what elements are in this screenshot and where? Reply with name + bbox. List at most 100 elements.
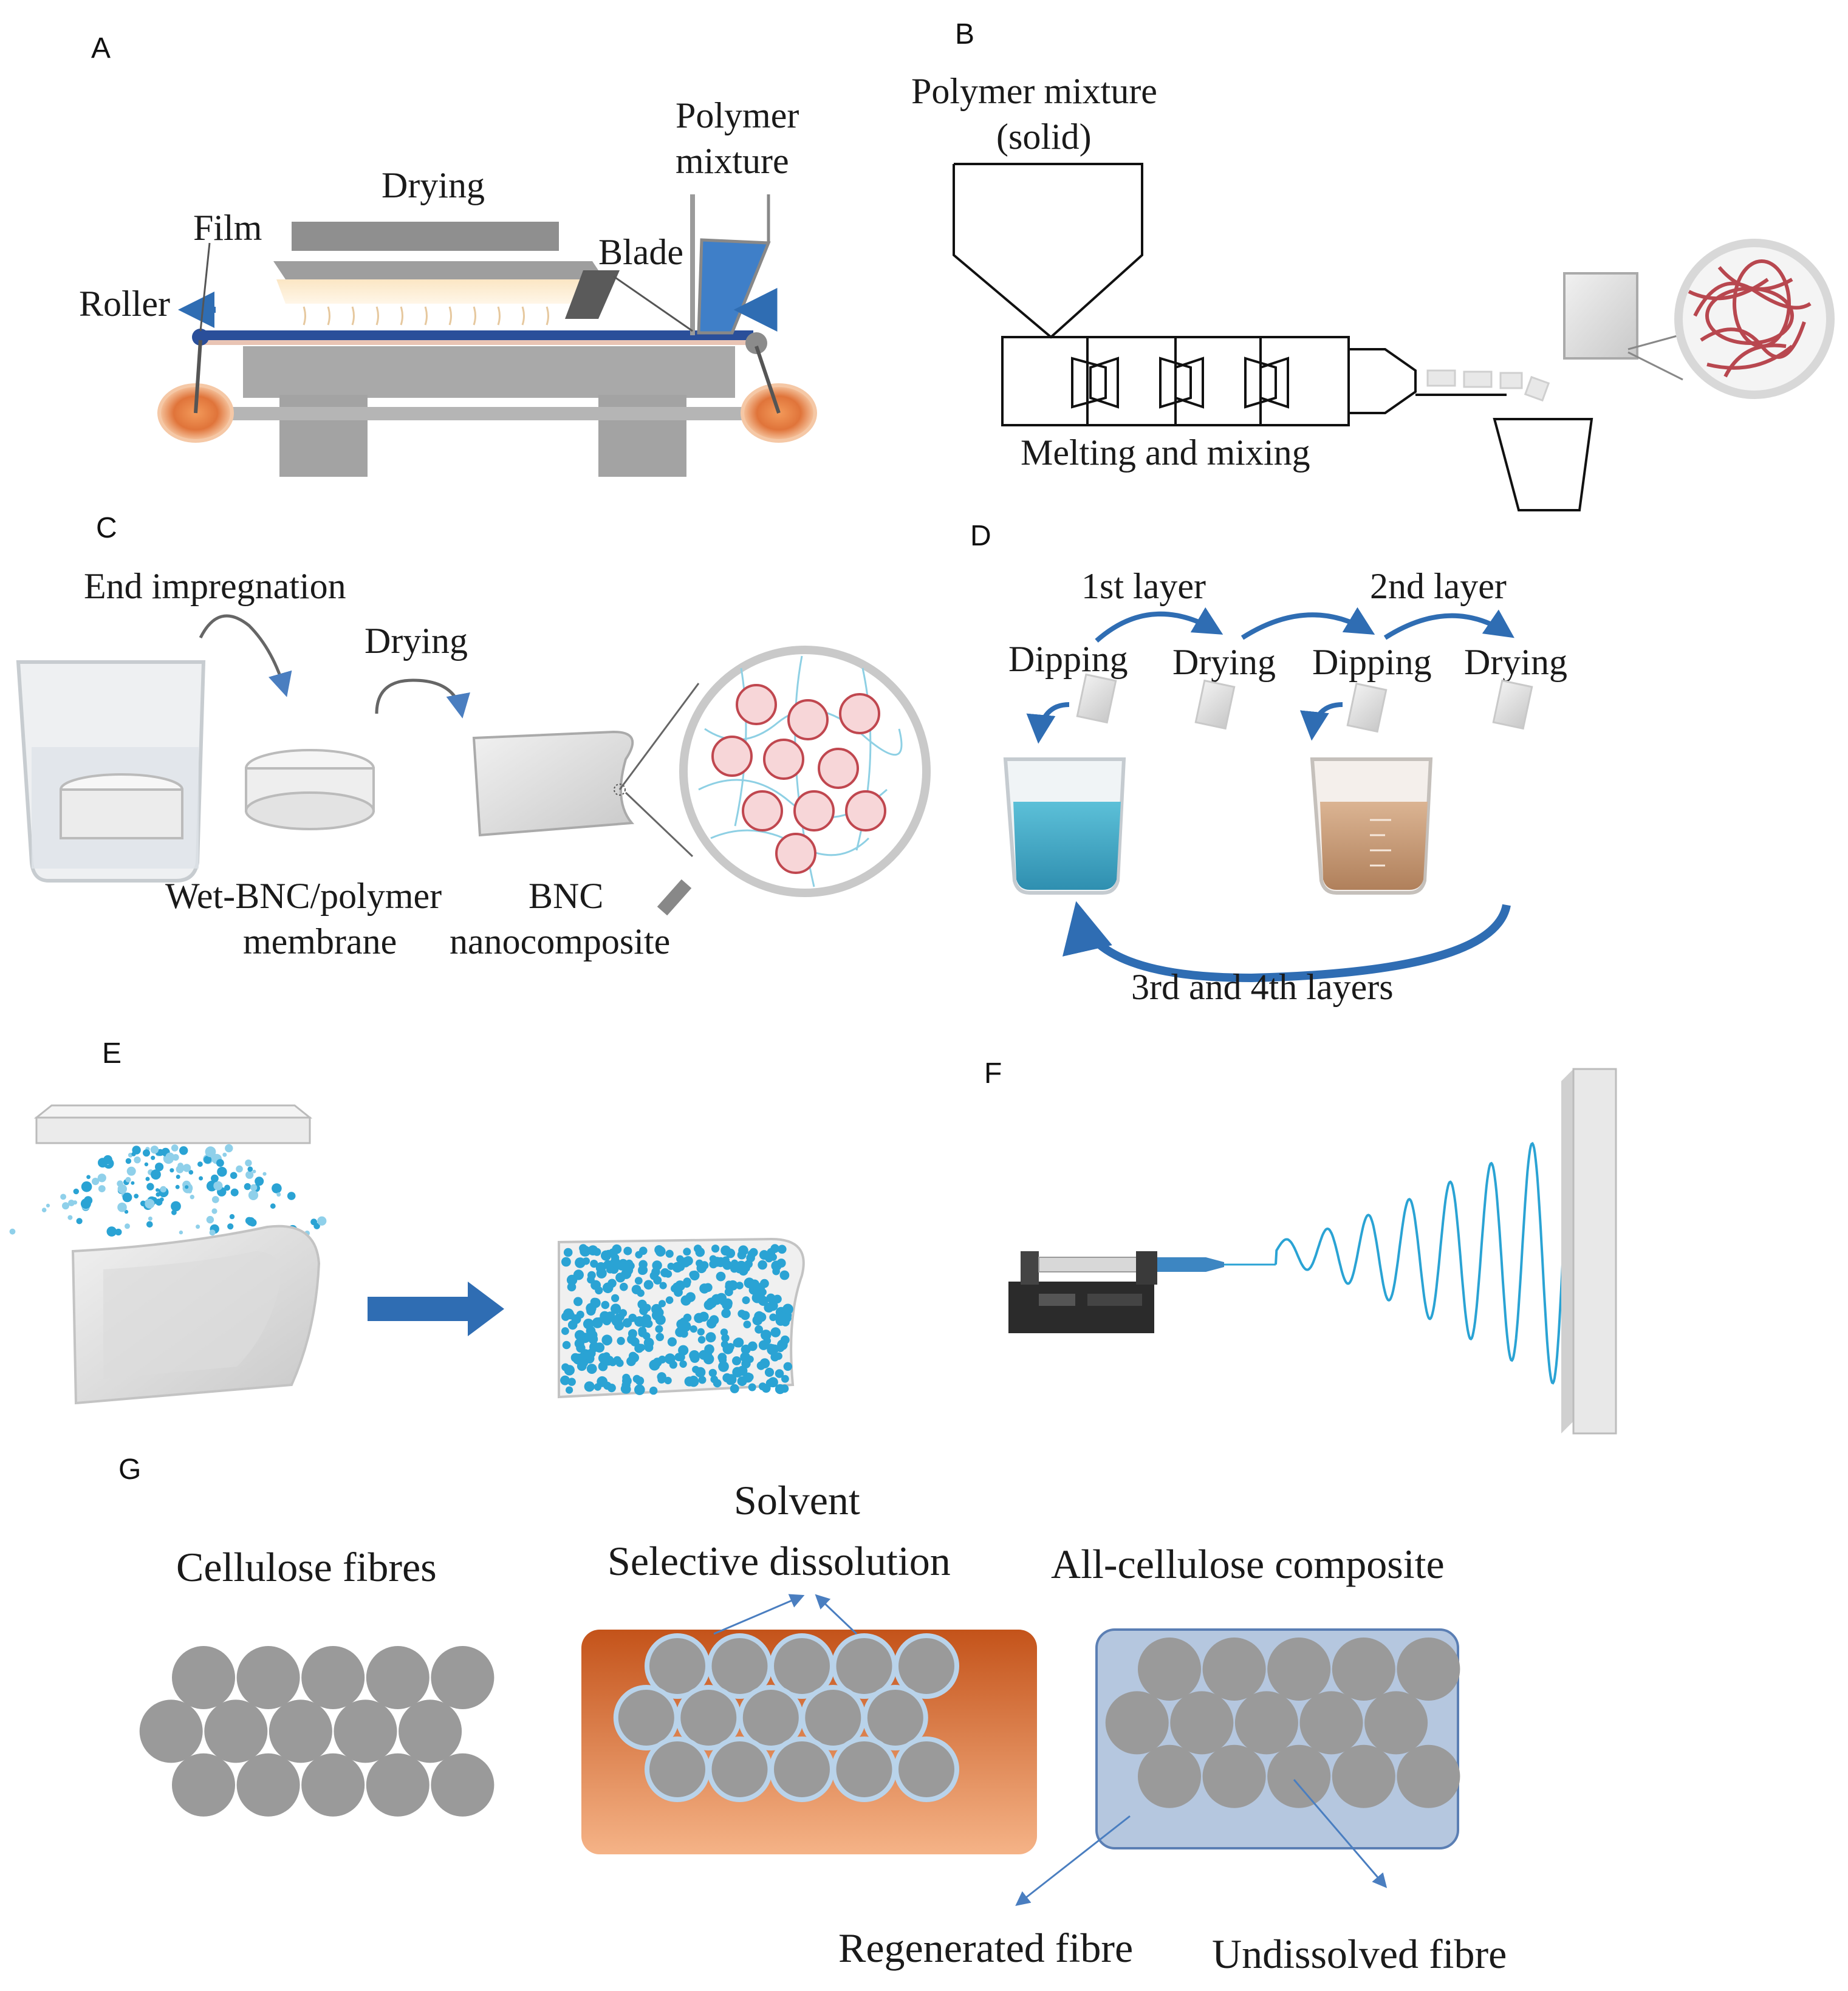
cellulose-fibre (1267, 1638, 1331, 1701)
coating-dot (655, 1314, 666, 1325)
cellulose-fibre (1105, 1691, 1169, 1755)
spray-droplet (117, 1202, 127, 1212)
coating-dot (736, 1260, 747, 1272)
coating-dot (659, 1282, 667, 1289)
coating-dot (561, 1312, 570, 1321)
coating-dot (748, 1383, 756, 1392)
label-second-layer: 2nd layer (1370, 566, 1507, 606)
coating-dot (657, 1375, 666, 1384)
spray-droplet (245, 1170, 254, 1179)
panel-f: F (984, 1057, 1617, 1435)
coating-dot (664, 1270, 672, 1278)
coating-dot (766, 1293, 776, 1303)
coating-dot (603, 1260, 613, 1269)
spray-droplet (179, 1146, 188, 1155)
panel-f-letter: F (984, 1057, 1002, 1090)
coating-dot (607, 1384, 616, 1393)
coating-dot (674, 1288, 683, 1297)
coating-dot (678, 1345, 689, 1356)
cellulose-fibre (204, 1699, 268, 1763)
spray-droplet (103, 1155, 112, 1164)
spray-droplet (227, 1223, 234, 1230)
panel-b-letter: B (955, 18, 974, 50)
coating-dot (593, 1248, 601, 1256)
coating-dot (685, 1292, 696, 1302)
spray-droplet (131, 1181, 135, 1185)
label-wet-bnc-2: membrane (243, 921, 397, 961)
spray-droplet (143, 1149, 150, 1157)
coating-dot (576, 1343, 586, 1353)
coating-dot (697, 1336, 706, 1344)
coating-dot (561, 1257, 571, 1267)
roller-right (741, 332, 817, 443)
spray-droplet (199, 1176, 204, 1181)
cellulose-fibre (1332, 1638, 1395, 1701)
cellulose-fibre (366, 1753, 429, 1817)
label-bnc-2: nanocomposite (450, 921, 670, 961)
panel-e: E (9, 1037, 805, 1405)
spray-droplet (171, 1201, 181, 1212)
coating-dot (711, 1245, 720, 1253)
spray-droplet (169, 1168, 174, 1173)
spray-droplet (165, 1152, 175, 1162)
coating-dot (776, 1344, 785, 1353)
coating-dot (683, 1256, 693, 1266)
coating-dot (698, 1376, 707, 1384)
spray-droplet (206, 1215, 214, 1224)
coating-dot (737, 1250, 747, 1260)
spray-droplet (250, 1184, 258, 1191)
cellulose-fibre (1364, 1691, 1428, 1755)
coating-dot (719, 1356, 727, 1364)
spray-droplet (171, 1209, 177, 1215)
coating-dot (725, 1283, 733, 1291)
coating-dot (567, 1282, 577, 1292)
coating-dot (651, 1303, 662, 1315)
spray-droplet (276, 1192, 281, 1197)
coating-dot (706, 1297, 717, 1308)
spray-droplet (81, 1181, 92, 1192)
label-film: Film (193, 208, 262, 248)
coating-dot (611, 1294, 620, 1302)
coating-dot (584, 1381, 595, 1392)
spray-droplet (255, 1176, 264, 1186)
cellulose-fibre (172, 1646, 235, 1709)
coating-dot (759, 1358, 770, 1368)
spray-droplet (317, 1216, 327, 1226)
cellulose-fibre (1234, 1691, 1298, 1755)
coating-dot (730, 1384, 739, 1393)
coating-dot (561, 1363, 570, 1371)
spray-droplet (225, 1144, 233, 1153)
spray-droplet (41, 1207, 47, 1212)
spray-droplet (117, 1184, 127, 1194)
coating-dot (642, 1314, 651, 1324)
coating-dot (643, 1337, 654, 1348)
coating-dot (676, 1319, 686, 1330)
coating-dot (677, 1263, 685, 1271)
coating-dot (649, 1359, 660, 1371)
coating-dot (694, 1313, 704, 1323)
magnifier-nanocomposite (657, 646, 931, 916)
cellulose-fibre (236, 1753, 300, 1817)
spray-droplet (155, 1198, 163, 1206)
wet-membrane (245, 749, 375, 830)
coating-dot (699, 1283, 710, 1294)
label-blade: Blade (598, 232, 683, 272)
coating-dot (587, 1330, 598, 1340)
coating-dot (713, 1379, 722, 1388)
coating-dot (732, 1367, 743, 1378)
spray-droplet (125, 1176, 131, 1183)
label-undissolved: Undissolved fibre (1212, 1931, 1507, 1977)
spray-droplet (151, 1155, 156, 1160)
label-dipping-2: Dipping (1312, 642, 1432, 682)
coating-dot (743, 1320, 751, 1329)
spray-droplet (125, 1158, 132, 1164)
spray-droplet (131, 1152, 136, 1156)
coating-dot (577, 1361, 587, 1371)
cellulose-fibre (831, 1737, 897, 1802)
bnc-sheet (472, 683, 700, 858)
coating-dot (725, 1374, 737, 1385)
label-bnc-1: BNC (529, 876, 603, 916)
coating-dot (667, 1262, 675, 1270)
coating-dot (724, 1288, 733, 1297)
coating-dot (716, 1271, 726, 1282)
